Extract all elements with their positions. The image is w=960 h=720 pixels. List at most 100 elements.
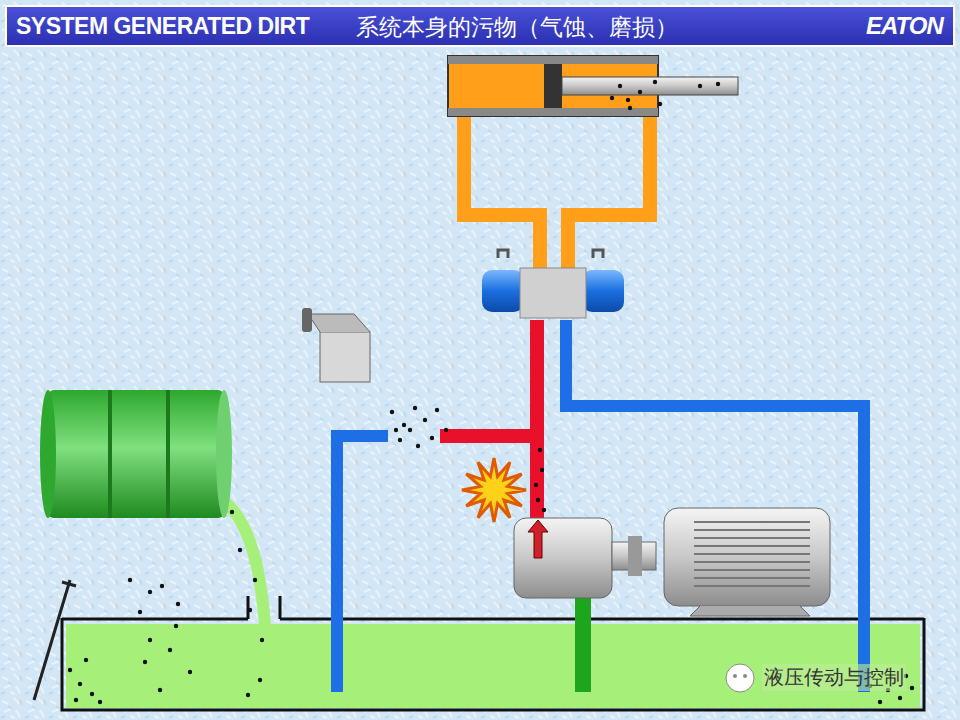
dirt-particle	[538, 448, 542, 452]
wechat-icon	[726, 664, 754, 692]
dirt-particle	[148, 638, 152, 642]
motor-fins	[694, 522, 810, 586]
dirt-particle	[238, 548, 242, 552]
dirt-particle	[698, 84, 702, 88]
gauge-body	[320, 332, 370, 382]
dirt-particle	[540, 468, 544, 472]
fin-stroke	[694, 521, 810, 523]
drum-end	[216, 390, 232, 518]
dipstick	[34, 580, 70, 700]
dirt-particle	[138, 610, 142, 614]
subtitle: 系统本身的污物（气蚀、磨损）	[356, 12, 678, 43]
fin-stroke	[694, 577, 810, 579]
dirt-particle	[174, 624, 178, 628]
title: SYSTEM GENERATED DIRT	[16, 13, 309, 40]
fin-stroke	[694, 553, 810, 555]
cavitation-burst	[462, 458, 526, 522]
dirt-particle	[618, 84, 622, 88]
dirt-particle	[626, 98, 630, 102]
dirt-particle	[878, 700, 882, 704]
dirt-particle	[610, 96, 614, 100]
fin-stroke	[694, 537, 810, 539]
dirt-particle	[435, 408, 439, 412]
dirt-particle	[394, 428, 398, 432]
dirt-particle	[658, 102, 662, 106]
dirt-particle	[158, 688, 162, 692]
dirt-particle	[168, 648, 172, 652]
watermark: 液压传动与控制	[762, 664, 906, 691]
dirt-particle	[78, 682, 82, 686]
dirt-particle	[246, 693, 250, 697]
fin-stroke	[694, 569, 810, 571]
piston	[544, 64, 562, 108]
coupling-hub	[628, 536, 642, 576]
dirt-particle	[90, 692, 94, 696]
motor	[664, 508, 830, 606]
cylinder-top	[448, 56, 658, 64]
dirt-particle	[444, 428, 448, 432]
dirt-particle	[128, 578, 132, 582]
dirt-particle	[84, 658, 88, 662]
dirt-particle	[542, 508, 546, 512]
valve-spool	[520, 268, 586, 318]
dirt-particle	[653, 80, 657, 84]
pump	[514, 518, 612, 598]
logo: EATON	[866, 12, 943, 40]
piston-rod	[562, 77, 738, 95]
dirt-particle	[430, 436, 434, 440]
suction-line	[575, 596, 591, 692]
tank-fluid	[66, 624, 920, 708]
gauge-knob	[302, 308, 312, 332]
dirt-particle	[628, 106, 632, 110]
dirt-particle	[253, 578, 257, 582]
flow-arrow	[528, 520, 548, 558]
drum-ribs	[110, 390, 168, 518]
dirt-particle	[423, 418, 427, 422]
dirt-particle	[143, 660, 147, 664]
dirt-particle	[413, 406, 417, 410]
valve-handles	[498, 250, 603, 258]
oil-stream	[222, 500, 266, 640]
dirt-particle	[390, 410, 394, 414]
dirt-particle	[258, 678, 262, 682]
cylinder-bottom	[448, 108, 658, 116]
dirt-particle	[188, 670, 192, 674]
dipstick-handle	[62, 582, 76, 586]
dirt-particle	[74, 698, 78, 702]
drum-end	[40, 390, 56, 518]
tank-wall	[62, 618, 924, 710]
motor-base	[690, 606, 810, 616]
dirt-particle	[230, 510, 234, 514]
dirt-particle	[160, 584, 164, 588]
dirt-particle	[98, 700, 102, 704]
dirt-particle	[898, 696, 902, 700]
dirt-particle	[402, 423, 406, 427]
tank-lid	[62, 618, 924, 621]
dirt-particle	[536, 498, 540, 502]
dirt-particle	[534, 483, 538, 487]
fin-stroke	[694, 529, 810, 531]
fin-stroke	[694, 545, 810, 547]
return-line	[566, 320, 864, 692]
dirt-particle	[398, 438, 402, 442]
dirt-particle	[910, 686, 914, 690]
oil-drum	[48, 390, 224, 518]
dirt-particle	[416, 444, 420, 448]
dirt-particle	[260, 638, 264, 642]
dirt-particle	[176, 602, 180, 606]
solenoid	[482, 270, 524, 312]
dirt-particle	[716, 82, 720, 86]
dirt-particle	[148, 590, 152, 594]
relief-return-line	[337, 436, 388, 692]
header-bar	[6, 6, 954, 46]
actuator-lines	[464, 110, 650, 272]
fin-stroke	[694, 561, 810, 563]
fin-stroke	[694, 585, 810, 587]
dirt-particle	[248, 608, 252, 612]
gauge-top	[308, 314, 370, 332]
dirt-particle	[408, 428, 412, 432]
dirt-particle	[638, 90, 642, 94]
dirt-particle	[68, 668, 72, 672]
